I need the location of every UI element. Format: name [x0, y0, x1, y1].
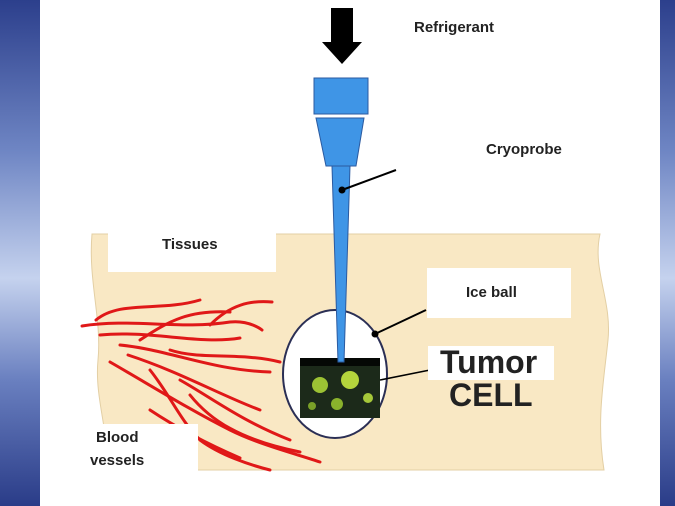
cell-label: CELL: [449, 377, 533, 413]
iceball-label: Ice ball: [466, 284, 517, 301]
iceball-leader: [374, 309, 427, 335]
left-decorative-border: [0, 0, 40, 506]
blood-label-box: [52, 424, 198, 478]
tissues-label: Tissues: [162, 236, 218, 253]
probe-head: [313, 77, 369, 115]
right-decorative-border: [660, 0, 675, 506]
refrigerant-arrow: [322, 8, 362, 64]
tumor-label-box: [428, 346, 554, 380]
cryoprobe-label: Cryoprobe: [486, 141, 562, 158]
iceball-label-box: [427, 268, 571, 318]
tissues-label-box: [108, 232, 276, 272]
blood-label: Blood: [96, 429, 139, 446]
probe-cone: [315, 117, 365, 167]
vessels-label: vessels: [90, 452, 145, 469]
tumor-leader: [379, 369, 431, 381]
tumor-cell-image: [300, 358, 380, 418]
cryoprobe-leader: [341, 169, 397, 191]
tumor-label: Tumor: [440, 344, 538, 380]
blood-vessels: [80, 298, 322, 472]
refrigerant-label: Refrigerant: [414, 19, 495, 36]
